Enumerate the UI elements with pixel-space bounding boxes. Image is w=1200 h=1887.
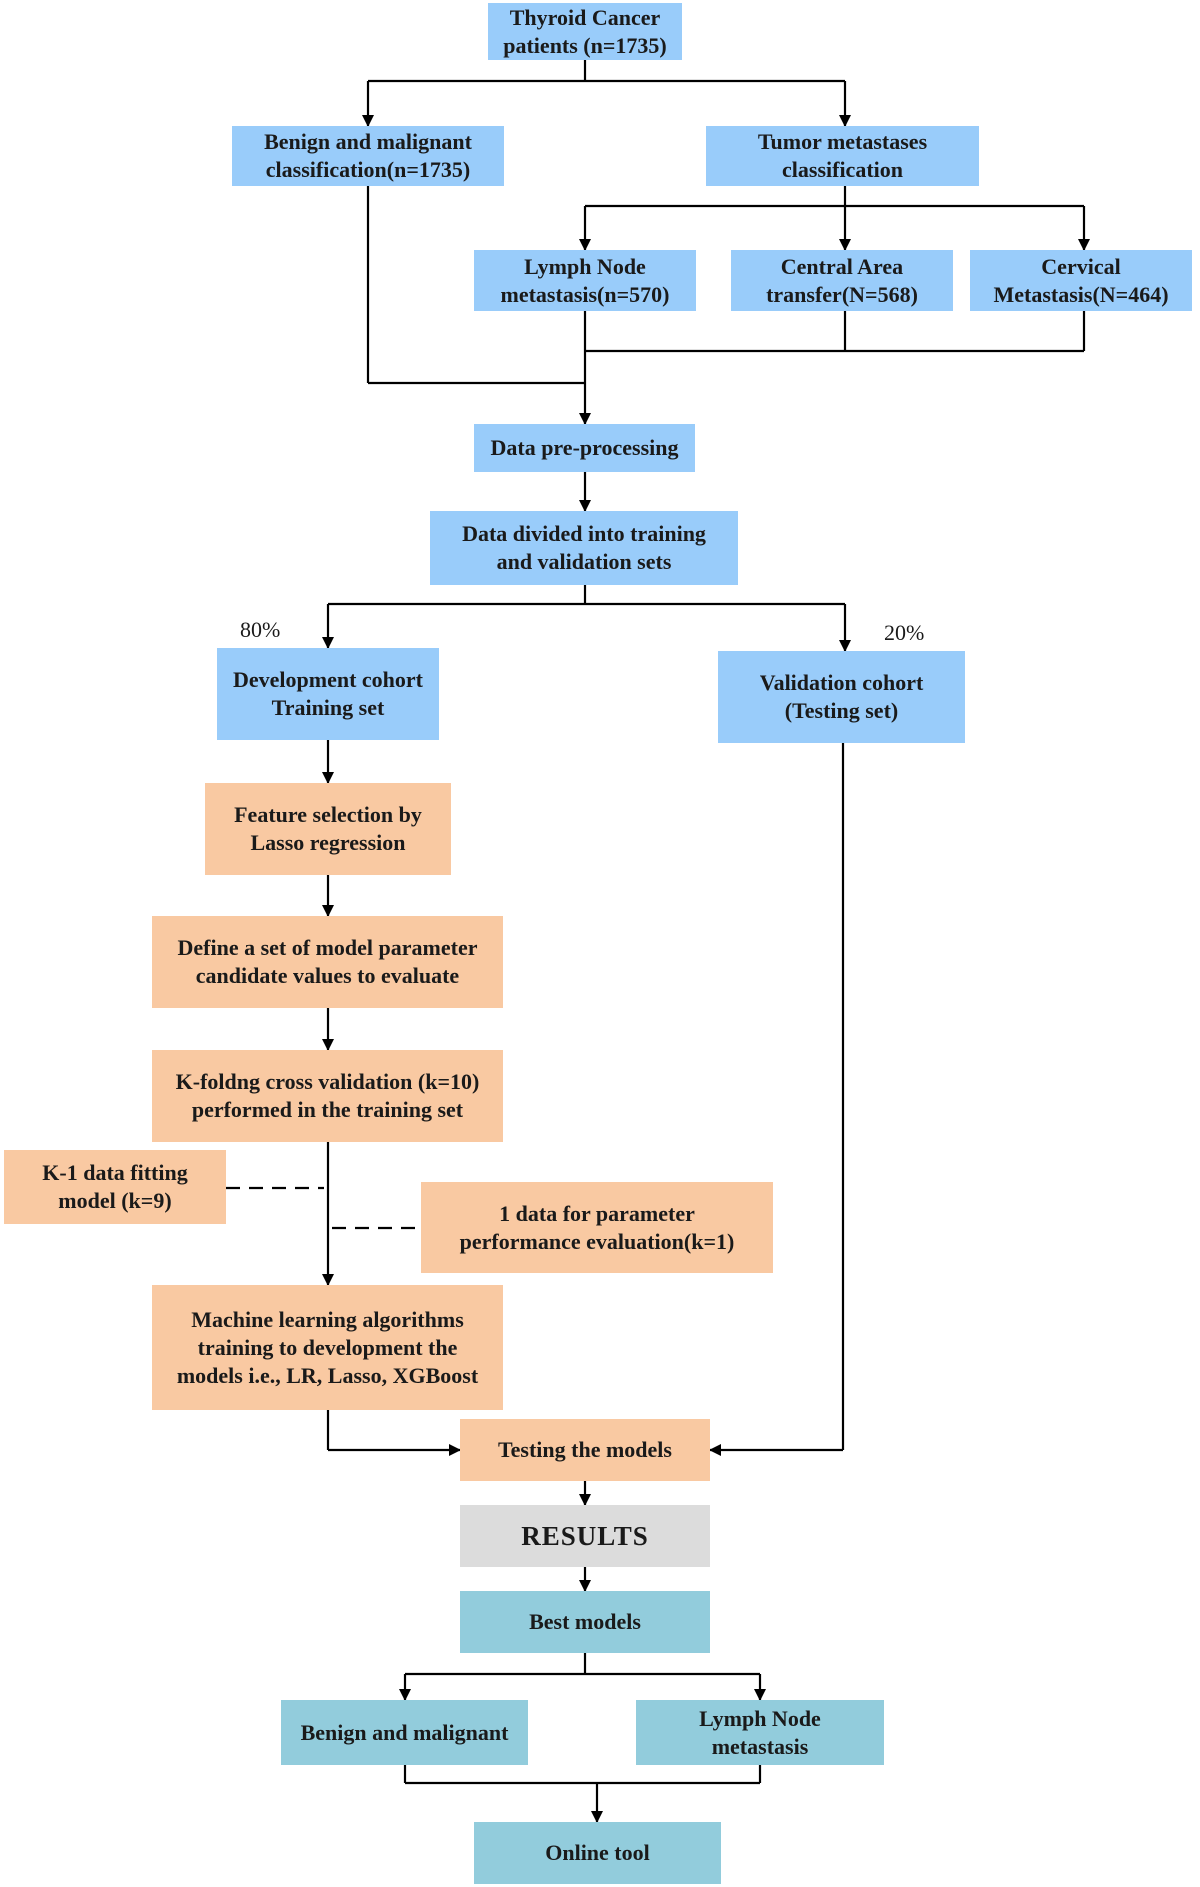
- testing-models-box: Testing the models: [460, 1419, 710, 1481]
- online-tool-box: Online tool: [474, 1822, 721, 1884]
- machine-learning-box: Machine learning algorithms training to …: [152, 1285, 503, 1410]
- data-preprocessing-box: Data pre-processing: [474, 424, 695, 472]
- thyroid-cancer-patients-box: Thyroid Cancer patients (n=1735): [488, 3, 682, 60]
- feature-selection-box: Feature selection by Lasso regression: [205, 783, 451, 875]
- central-area-transfer-box: Central Area transfer(N=568): [731, 250, 953, 311]
- data-divided-box: Data divided into training and validatio…: [430, 511, 738, 585]
- k1-data-fitting-box: K-1 data fitting model (k=9): [4, 1150, 226, 1224]
- kfold-cross-validation-box: K-foldng cross validation (k=10) perform…: [152, 1050, 503, 1142]
- cervical-metastasis-box: Cervical Metastasis(N=464): [970, 250, 1192, 311]
- validation-cohort-box: Validation cohort (Testing set): [718, 651, 965, 743]
- tumor-metastases-classification-box: Tumor metastases classification: [706, 126, 979, 186]
- results-box: RESULTS: [460, 1505, 710, 1567]
- benign-malignant-outcome-box: Benign and malignant: [281, 1700, 528, 1765]
- benign-malignant-classification-box: Benign and malignant classification(n=17…: [232, 126, 504, 186]
- development-cohort-box: Development cohort Training set: [217, 648, 439, 740]
- training-split-label: 80%: [240, 617, 281, 642]
- parameter-evaluation-box: 1 data for parameter performance evaluat…: [421, 1182, 773, 1273]
- define-parameters-box: Define a set of model parameter candidat…: [152, 916, 503, 1008]
- best-models-box: Best models: [460, 1591, 710, 1653]
- lymph-node-metastasis-box: Lymph Node metastasis(n=570): [474, 250, 696, 311]
- lymph-node-outcome-box: Lymph Node metastasis: [636, 1700, 884, 1765]
- testing-split-label: 20%: [884, 620, 925, 645]
